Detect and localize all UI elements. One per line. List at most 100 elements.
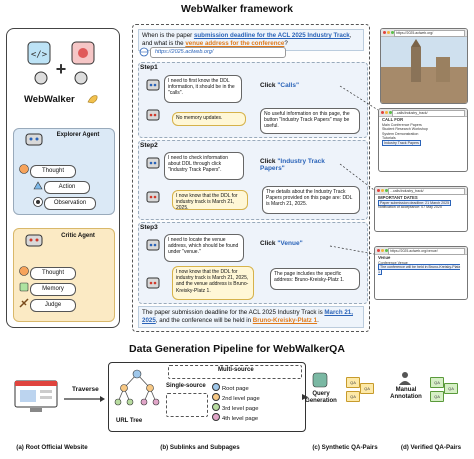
legend-level3: 3rd level page: [212, 403, 258, 412]
calls-link-tutorials[interactable]: Tutorials: [382, 136, 396, 141]
thought-icon: [19, 164, 29, 174]
critic-memory-pill: Memory: [30, 283, 76, 296]
synthetic-qa-card: QA: [346, 377, 360, 388]
calls-link-industry[interactable]: Industry Track Papers: [382, 139, 421, 146]
browser-window-industry: ...calls/industry_track/ IMPORTANT DATES…: [374, 186, 468, 232]
traverse-label: Traverse: [72, 386, 99, 393]
browser-venue-url: https://2025.aclweb.org/venue/: [388, 248, 465, 255]
caption-c: (c) Synthetic QA-Pairs: [312, 444, 378, 451]
legend-level4-label: 4th level page: [222, 416, 259, 422]
legend-level2: 2nd level page: [212, 393, 260, 402]
explorer-observation-pill: Observation: [44, 197, 96, 210]
verified-qa-card: QA: [430, 377, 444, 388]
step3-click: Click "Venue": [260, 240, 303, 247]
step2-explorer-robot-icon: [146, 157, 160, 169]
venue-heading: Venue: [378, 255, 391, 260]
critic-judge-pill: Judge: [30, 299, 76, 312]
multi-source-label: Multi-source: [218, 367, 254, 373]
globe-icon: [139, 47, 149, 57]
waving-hand-icon: [87, 95, 98, 104]
url-bar[interactable]: https://2025.aclweb.org/: [150, 47, 286, 58]
svg-text:+: +: [56, 59, 67, 79]
browser-window-calls: ...calls/industry_track/ CALL FOR Main C…: [378, 108, 468, 172]
city-photo: [381, 37, 467, 103]
step2-label: Step2: [140, 142, 158, 149]
arrow-step3: [329, 245, 375, 255]
explorer-action-pill: Action: [44, 181, 90, 194]
caption-b: (b) Sublinks and Subpages: [160, 444, 240, 451]
manual-annotation-label: Manual Annotation: [390, 387, 422, 400]
step1-click: Click "Calls": [260, 82, 299, 89]
memory-icon: [19, 282, 29, 292]
browser-calls-url: ...calls/industry_track/: [392, 110, 465, 117]
venue-address-line: The conference will be held in Bruno-Kre…: [378, 264, 461, 275]
step3-click-prefix: Click: [260, 240, 278, 247]
calls-heading: CALL FOR: [382, 117, 404, 122]
caption-d: (d) Verified QA-Pairs: [400, 444, 462, 451]
important-dates-heading: IMPORTANT DATES: [378, 195, 418, 200]
critic-robot-icon: [25, 234, 43, 247]
calls-link-demo[interactable]: System Demonstration: [382, 131, 419, 136]
browser-window-venue: https://2025.aclweb.org/venue/ Venue Con…: [374, 246, 468, 300]
connector-arrows: [329, 85, 379, 255]
step2-click-target: "Industry Track Papers": [260, 158, 325, 172]
step2-critic-note: The details about the Industry Track Pap…: [262, 186, 360, 214]
step3-critic-robot-icon: [146, 277, 160, 289]
synthetic-qa-card: QA: [346, 391, 360, 402]
browser-industry-url: ...calls/industry_track/: [388, 188, 465, 195]
framework-title: WebWalker framework: [180, 3, 294, 15]
critic-thought-pill: Thought: [30, 267, 76, 280]
explorer-agent-title: Explorer Agent: [56, 132, 100, 138]
browser-home-url: https://2025.aclweb.org/: [394, 30, 465, 37]
explorer-thought-pill: Thought: [30, 165, 76, 178]
question-box: When is the paper submission deadline fo…: [138, 29, 364, 51]
answer-prefix: The paper submission deadline for the AC…: [142, 309, 325, 316]
question-middle: , and what is the: [142, 32, 352, 47]
critic-thought-icon: [19, 266, 29, 276]
calls-link-srw[interactable]: Student Research Workshop: [382, 127, 428, 132]
calls-link-main[interactable]: Main Conference Papers: [382, 122, 422, 127]
answer-suffix: .: [317, 317, 319, 324]
legend-level2-label: 2nd level page: [222, 396, 260, 402]
verified-qa-card: QA: [444, 383, 458, 394]
single-source-label: Single-source: [166, 383, 206, 389]
explorer-robot-icon: [25, 133, 43, 146]
multi-source-box: [168, 365, 302, 379]
step3-label: Step3: [140, 224, 158, 231]
legend-root: Root page: [212, 383, 249, 392]
step2-click-prefix: Click: [260, 158, 278, 165]
step1-critic-note: No useful information on this page, the …: [260, 108, 360, 134]
critic-agent-title: Critic Agent: [61, 233, 95, 239]
step1-memory-bubble: No memory updates.: [172, 112, 246, 126]
step1-thought-bubble: I need to first know the DDL information…: [164, 75, 242, 103]
step3-explorer-robot-icon: [146, 239, 160, 251]
query-generation-icon: [312, 372, 328, 388]
legend-level3-label: 3rd level page: [222, 406, 259, 412]
step3-thought-bubble: I need to locate the venue address, whic…: [164, 234, 244, 262]
question-suffix: ?: [284, 40, 288, 47]
arrow-step2: [339, 163, 375, 191]
arrow-step1: [339, 85, 379, 111]
submission-deadline-line: Paper submission deadline: 21 March 2025: [378, 199, 452, 206]
question-highlight-deadline: submission deadline for the ACL 2025 Ind…: [193, 32, 350, 39]
action-icon: [33, 181, 43, 190]
step1-explorer-robot-icon: [146, 79, 160, 91]
browser-window-home: https://2025.aclweb.org/: [380, 28, 468, 104]
step1-critic-robot-icon: [146, 109, 160, 121]
question-highlight-venue: venue address for the conference: [185, 40, 285, 47]
synthetic-qa-card: QA: [360, 383, 374, 394]
webwalker-label: WebWalker: [24, 94, 75, 105]
step2-memory-bubble: I now know that the DDL for industry tra…: [172, 190, 248, 211]
step2-critic-robot-icon: [146, 191, 160, 203]
step3-critic-note: The page includes the specific address: …: [270, 268, 360, 290]
query-arrow: [302, 394, 308, 400]
verified-qa-card: QA: [430, 391, 444, 402]
url-tree-label: URL Tree: [116, 418, 143, 424]
pipeline-title: Data Generation Pipeline for WebWalkerQA: [129, 343, 345, 355]
answer-venue: Bruno-Kreisky-Platz 1: [252, 317, 318, 324]
answer-middle: , and the conference will be held in: [155, 317, 253, 324]
step1-label: Step1: [140, 64, 158, 71]
caption-a: (a) Root Official Website: [16, 444, 88, 451]
webwalker-logo: </> +: [27, 41, 95, 85]
single-source-box: [166, 393, 208, 417]
